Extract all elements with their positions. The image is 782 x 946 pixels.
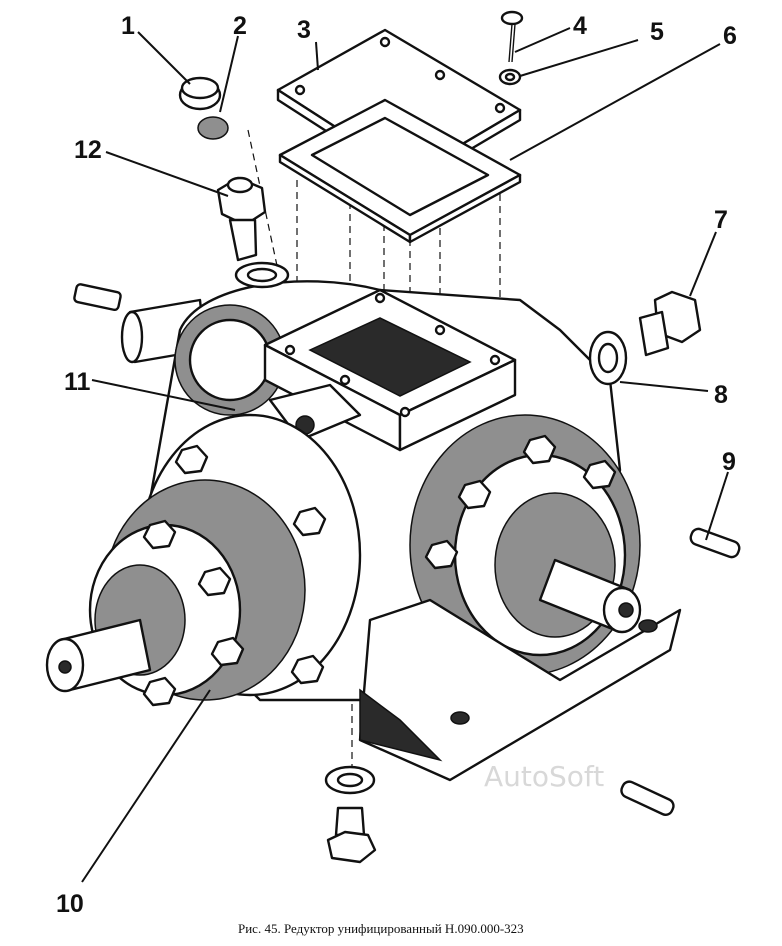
plug-washer (588, 330, 628, 386)
callout-10: 10 (56, 890, 84, 918)
watermark: AutoSoft (484, 760, 604, 793)
breather-cap (178, 76, 222, 111)
left-flange-bolts (142, 444, 327, 707)
callout-labels: 1 2 3 4 5 6 7 8 9 10 11 12 (56, 12, 737, 918)
callout-12: 12 (74, 136, 102, 164)
callout-11: 11 (64, 368, 91, 396)
callout-9: 9 (722, 448, 736, 476)
callout-2: 2 (233, 12, 247, 40)
callout-5: 5 (650, 18, 664, 46)
drain-plug (326, 806, 377, 864)
drain-washer (324, 765, 376, 795)
spring-washer (498, 68, 522, 86)
figure-caption: Рис. 45. Редуктор унифицированный Н.090.… (238, 921, 524, 936)
dowel-pin-lower (620, 780, 675, 816)
filler-plug (638, 290, 702, 357)
breather-fitting (216, 176, 267, 262)
callout-8: 8 (714, 381, 728, 409)
breather-washer (234, 261, 290, 289)
callout-1: 1 (121, 12, 135, 40)
leader-lines (81, 27, 729, 883)
callout-4: 4 (573, 12, 587, 40)
right-output-shaft (538, 558, 642, 634)
callout-6: 6 (723, 22, 737, 50)
right-bearing-cover (409, 414, 641, 676)
callout-3: 3 (297, 16, 311, 44)
breather-filter (197, 116, 229, 140)
left-input-shaft (45, 618, 152, 693)
cover-screw (500, 10, 524, 63)
mounting-foot (358, 598, 682, 782)
callout-7: 7 (714, 206, 728, 234)
cover-gasket (278, 98, 522, 244)
dowel-pin-upper (689, 527, 741, 559)
